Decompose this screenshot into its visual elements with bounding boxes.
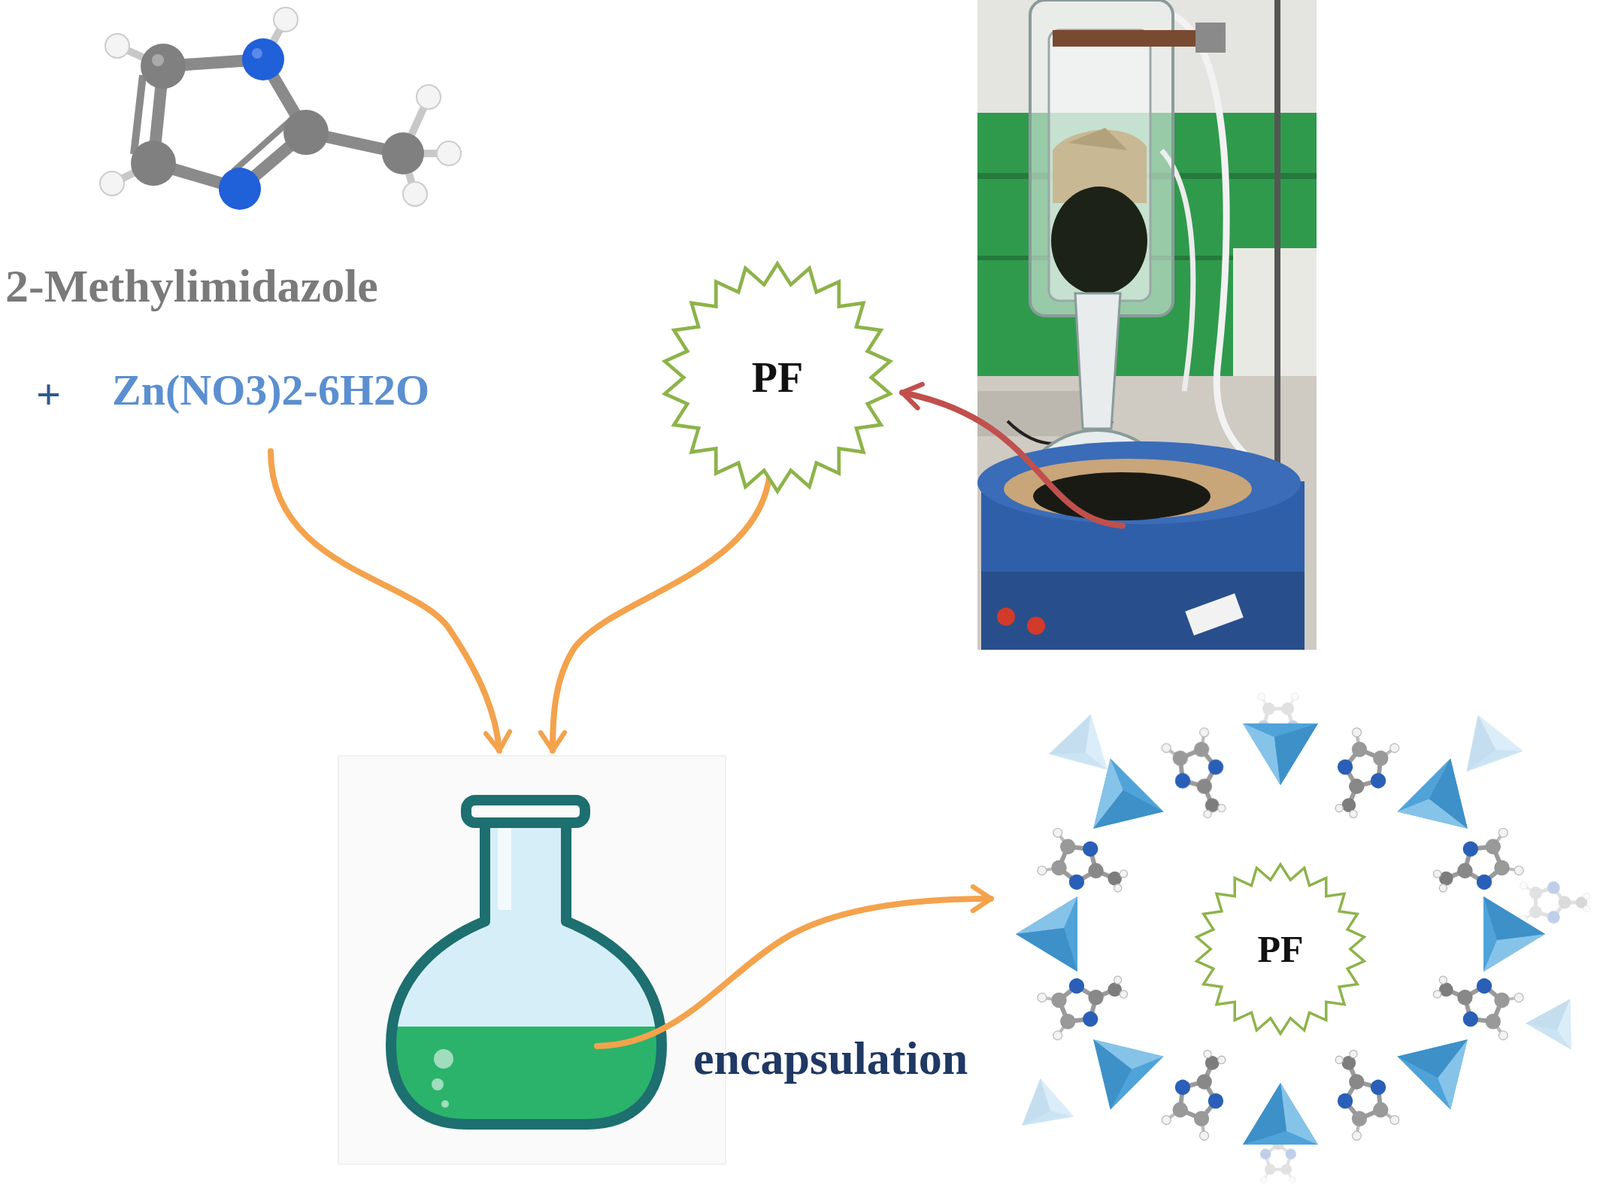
label-text: + <box>36 369 61 419</box>
soxhlet-photo <box>977 0 1317 650</box>
text-label: Zn(NO3)2-6H2O <box>112 365 430 416</box>
text-label: + <box>36 369 61 421</box>
zif-cage <box>1014 693 1593 1184</box>
node-text: PF <box>1257 927 1304 971</box>
flask-panel <box>338 755 726 1164</box>
flow-arrow <box>552 460 771 751</box>
starburst-node: PF <box>660 260 895 495</box>
flow-arrow <box>596 898 991 1046</box>
source-arrow <box>902 392 1123 526</box>
molecule-model <box>100 7 461 210</box>
label-text: Zn(NO3)2-6H2O <box>112 365 430 415</box>
label-text: encapsulation <box>693 1032 968 1084</box>
flow-arrow <box>270 451 500 751</box>
starburst-node: PF <box>1193 861 1368 1037</box>
text-label: encapsulation <box>693 1031 968 1085</box>
node-text: PF <box>751 353 804 402</box>
label-text: 2-Methylimidazole <box>5 260 379 312</box>
text-label: 2-Methylimidazole <box>5 259 379 313</box>
flask-icon <box>375 800 677 1140</box>
